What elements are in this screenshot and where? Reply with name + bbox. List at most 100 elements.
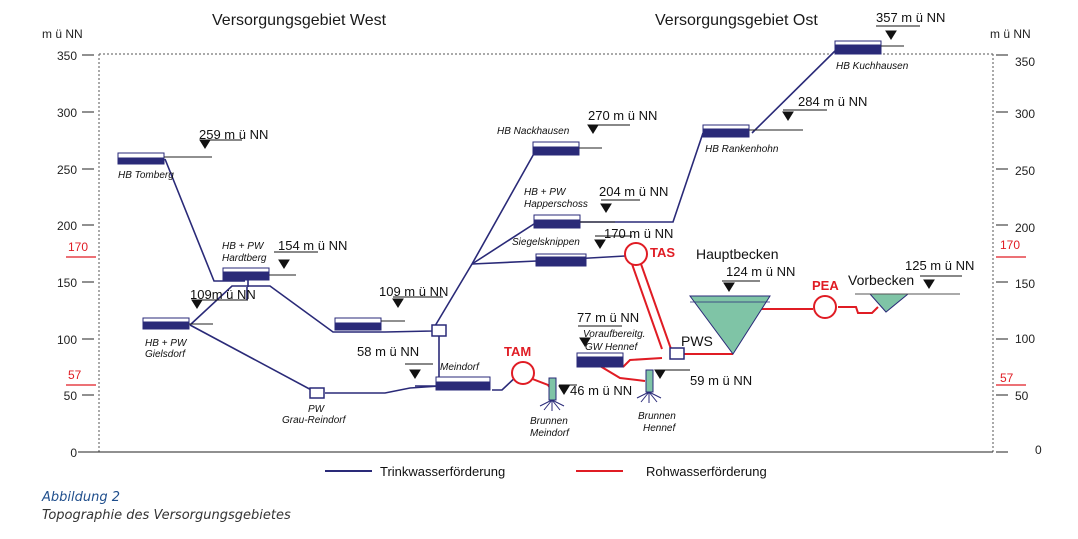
label-pws: PWS <box>681 333 713 349</box>
right-tick-100: 100 <box>1015 332 1035 346</box>
label-pw-line2: Grau-Reindorf <box>282 415 347 426</box>
raw-water-stations <box>511 242 837 385</box>
right-tick-200: 200 <box>1015 221 1035 235</box>
label-pea: PEA <box>812 278 839 293</box>
left-tick-300: 300 <box>57 106 77 120</box>
junction-marker <box>431 324 447 337</box>
raw-water-lines <box>529 263 879 393</box>
station-labels: HB Tomberg HB + PW Gielsdorf HB + PW Har… <box>118 61 909 439</box>
well-hennef-icon <box>636 369 662 403</box>
left-axis-unit: m ü NN <box>42 27 83 41</box>
tam-station-icon <box>511 361 535 385</box>
basin-labels: Hauptbecken Vorbecken PWS <box>681 246 914 349</box>
level-meindorf: 58 m ü NN <box>357 344 419 359</box>
label-tas: TAS <box>650 245 675 260</box>
reservoir-kuchhausen <box>834 40 904 55</box>
right-tick-350: 350 <box>1015 55 1035 69</box>
left-tick-250: 250 <box>57 163 77 177</box>
diagram-frame <box>78 53 994 453</box>
right-red-mark-57: 57 <box>1000 371 1014 385</box>
heading-east: Versorgungsgebiet Ost <box>655 12 818 29</box>
label-hb-tomberg: HB Tomberg <box>118 170 174 181</box>
level-tomberg: 259 m ü NN <box>199 127 268 142</box>
right-tick-0: 0 <box>1035 443 1042 457</box>
label-siegelsknippen: Siegelsknippen <box>512 237 580 248</box>
reservoir-mid <box>334 317 405 331</box>
level-gielsdorf: 109m ü NN <box>190 287 256 302</box>
basin-hauptbecken-icon <box>689 295 771 355</box>
label-hb-nackhausen: HB Nackhausen <box>497 126 570 137</box>
label-hardtberg-line1: HB + PW <box>222 241 265 252</box>
left-tick-200: 200 <box>57 219 77 233</box>
reservoir-meindorf <box>435 376 491 391</box>
level-kuchhausen: 357 m ü NN <box>876 10 945 25</box>
tas-station-icon <box>624 242 648 266</box>
level-voraufbereitung: 77 m ü NN <box>577 310 639 325</box>
right-red-mark-170: 170 <box>1000 238 1020 252</box>
level-brunnen-meindorf: 46 m ü NN <box>570 383 632 398</box>
figure-caption-title: Abbildung 2 <box>42 490 121 505</box>
label-hb-kuchhausen: HB Kuchhausen <box>836 61 909 72</box>
label-hardtberg-line2: Hardtberg <box>222 253 267 264</box>
level-hauptbecken: 124 m ü NN <box>726 264 795 279</box>
reservoir-rankenhohn <box>702 124 803 138</box>
legend-drinking-label: Trinkwasserförderung <box>380 464 505 479</box>
right-axis-unit: m ü NN <box>990 27 1031 41</box>
reservoir-tomberg <box>117 152 212 165</box>
reservoirs <box>117 40 904 391</box>
level-rankenhohn: 284 m ü NN <box>798 94 867 109</box>
level-labels: 259 m ü NN 154 m ü NN 109m ü NN 109 m ü … <box>190 10 974 398</box>
label-brunnen-hennef-line2: Hennef <box>643 423 676 434</box>
raw-station-labels: TAM TAS PEA <box>504 245 839 359</box>
well-meindorf-icon <box>539 377 565 411</box>
pws-marker <box>669 347 685 360</box>
right-tick-300: 300 <box>1015 107 1035 121</box>
left-tick-350: 350 <box>57 49 77 63</box>
label-voraufbereitung-line1: Voraufbereitg. <box>583 329 645 340</box>
label-hauptbecken: Hauptbecken <box>696 246 779 262</box>
level-markers <box>191 25 962 395</box>
label-tam: TAM <box>504 344 531 359</box>
level-hardtberg: 154 m ü NN <box>278 238 347 253</box>
reservoir-happerschoss <box>533 214 615 229</box>
level-happerschoss: 204 m ü NN <box>599 184 668 199</box>
level-brunnen-hennef: 59 m ü NN <box>690 373 752 388</box>
left-tick-150: 150 <box>57 276 77 290</box>
reservoir-hardtberg <box>222 267 296 281</box>
left-tick-100: 100 <box>57 333 77 347</box>
reservoir-siegelsknippen <box>535 253 587 267</box>
pw-grau-reindorf-marker <box>309 387 325 399</box>
label-pw-line1: PW <box>308 404 326 415</box>
right-axis: m ü NN 350 300 250 200 150 100 50 0 170 … <box>990 27 1042 457</box>
left-tick-50: 50 <box>64 389 78 403</box>
basin-vorbecken-icon <box>855 293 960 313</box>
reservoir-gielsdorf <box>142 317 213 330</box>
label-vorbecken: Vorbecken <box>848 272 914 288</box>
left-red-mark-170: 170 <box>68 240 88 254</box>
reservoir-nackhausen <box>532 141 602 156</box>
label-happerschoss-line1: HB + PW <box>524 187 567 198</box>
label-happerschoss-line2: Happerschoss <box>524 199 588 210</box>
pea-station-icon <box>813 295 837 319</box>
left-axis: m ü NN 350 300 250 200 150 100 50 0 170 … <box>42 27 96 460</box>
reservoir-voraufbereitung <box>576 352 624 368</box>
level-nackhausen: 270 m ü NN <box>588 108 657 123</box>
label-hb-rankenhohn: HB Rankenhohn <box>705 144 779 155</box>
label-voraufbereitung-line2: GW Hennef <box>585 342 638 353</box>
heading-west: Versorgungsgebiet West <box>212 12 387 29</box>
pump-stations <box>309 324 685 399</box>
label-brunnen-meindorf-line1: Brunnen <box>530 416 568 427</box>
level-siegelsknippen: 170 m ü NN <box>604 226 673 241</box>
legend-raw-label: Rohwasserförderung <box>646 464 767 479</box>
level-mid-reservoir: 109 m ü NN <box>379 284 448 299</box>
left-tick-0: 0 <box>70 446 77 460</box>
left-red-mark-57: 57 <box>68 368 82 382</box>
label-gielsdorf-line1: HB + PW <box>145 338 188 349</box>
level-vorbecken: 125 m ü NN <box>905 258 974 273</box>
label-gielsdorf-line2: Gielsdorf <box>145 349 186 360</box>
label-brunnen-meindorf-line2: Meindorf <box>530 428 570 439</box>
right-tick-50: 50 <box>1015 389 1029 403</box>
legend: Trinkwasserförderung Rohwasserförderung <box>325 464 767 479</box>
label-brunnen-hennef-line1: Brunnen <box>638 411 676 422</box>
